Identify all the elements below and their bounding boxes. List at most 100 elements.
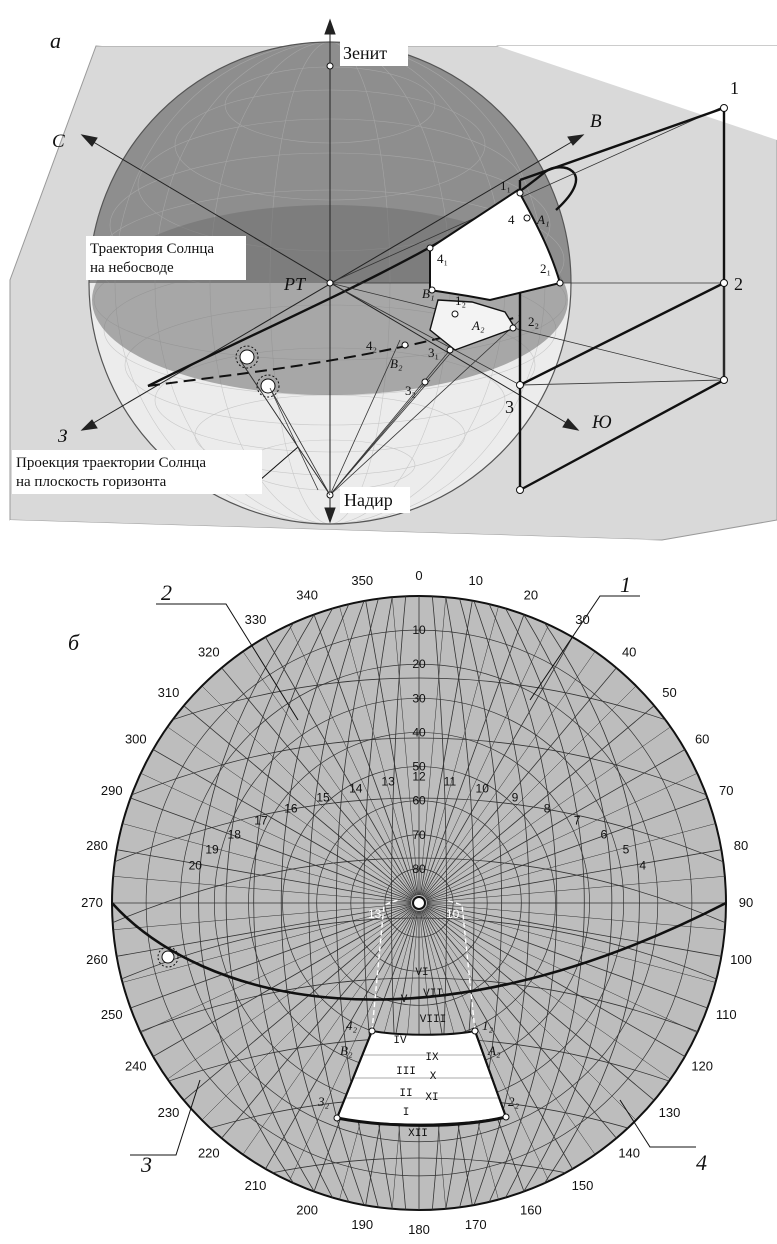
azimuth-label: 70 — [719, 783, 733, 798]
hour-label: 17 — [254, 814, 268, 828]
callout-3: 3 — [140, 1152, 152, 1177]
b-point-1-2: 1₂ — [482, 1018, 494, 1033]
azimuth-label: 120 — [691, 1059, 713, 1074]
month-label: VI — [415, 967, 428, 979]
azimuth-label: 140 — [618, 1145, 640, 1160]
hour-label: 19 — [205, 843, 219, 857]
point-A1: A₁ — [536, 212, 549, 227]
panel-a-celestial-sphere: а Зенит Надир РТ С В З Ю Траектория Солн… — [9, 18, 777, 541]
hour-label: 12 — [412, 770, 426, 784]
azimuth-label: 180 — [408, 1222, 430, 1237]
azimuth-label: 210 — [245, 1178, 267, 1193]
azimuth-label: 150 — [572, 1178, 594, 1193]
b-point-A2: A₂ — [487, 1043, 501, 1058]
hour-label: 15 — [316, 791, 330, 805]
callout-1: 1 — [620, 572, 631, 597]
point-A2: A₂ — [471, 318, 485, 333]
hour-label: 5 — [623, 843, 630, 857]
hour-label: 18 — [228, 828, 242, 842]
point-4-1: 4₁ — [437, 251, 448, 266]
hour-label: 16 — [284, 801, 298, 815]
month-label: XI — [425, 1092, 438, 1104]
altitude-label: 50 — [412, 760, 426, 774]
month-label: I — [403, 1107, 410, 1119]
month-label: VII — [423, 988, 443, 1000]
azimuth-label: 220 — [198, 1145, 220, 1160]
point-1-2: 1₂ — [455, 293, 466, 308]
point-4: 4 — [508, 212, 515, 227]
azimuth-label: 240 — [125, 1059, 147, 1074]
b-point-B2: B₂ — [340, 1043, 353, 1058]
month-label: III — [396, 1066, 416, 1078]
altitude-label: 60 — [412, 794, 426, 808]
zenith-label: Зенит — [343, 43, 387, 63]
hour-label: 9 — [512, 791, 519, 805]
north-label: С — [52, 131, 65, 152]
azimuth-label: 260 — [86, 952, 108, 967]
azimuth-label: 110 — [716, 1007, 737, 1022]
panel-a-letter: а — [50, 28, 61, 53]
month-label: X — [430, 1071, 437, 1083]
b-label-10: 10 — [446, 907, 460, 921]
azimuth-label: 270 — [81, 895, 103, 910]
month-label: VIII — [420, 1014, 446, 1026]
point-B2: B₂ — [390, 356, 403, 371]
azimuth-label: 250 — [101, 1007, 123, 1022]
azimuth-label: 310 — [158, 685, 180, 700]
pt-label: РТ — [283, 274, 307, 294]
sun-path-arc — [111, 901, 727, 1001]
point-2-1: 2₁ — [540, 261, 551, 276]
azimuth-label: 300 — [125, 732, 147, 747]
nadir-label: Надир — [344, 490, 393, 510]
azimuth-label: 280 — [86, 838, 108, 853]
point-3-2: 3₂ — [405, 383, 416, 398]
hour-label: 7 — [574, 814, 581, 828]
altitude-label: 80 — [412, 862, 426, 876]
azimuth-label: 320 — [198, 645, 220, 660]
window-grid — [346, 1054, 500, 1099]
west-label: З — [58, 426, 67, 447]
azimuth-label: 100 — [730, 952, 752, 967]
month-label: V — [401, 994, 408, 1006]
point-2-2: 2₂ — [528, 314, 539, 329]
azimuth-label: 190 — [351, 1217, 373, 1232]
trajectory-caption-line2: на небосводе — [90, 260, 174, 276]
azimuth-label: 170 — [465, 1217, 487, 1232]
azimuth-label: 230 — [158, 1105, 180, 1120]
azimuth-label: 0 — [415, 568, 422, 583]
azimuth-label: 350 — [351, 573, 373, 588]
sun-trajectory-projection — [147, 315, 521, 387]
azimuth-label: 90 — [739, 895, 753, 910]
month-label: IX — [425, 1052, 439, 1064]
sun-icon — [256, 374, 280, 398]
hour-label: 8 — [544, 801, 551, 815]
altitude-label: 40 — [412, 725, 426, 739]
azimuth-label: 330 — [245, 612, 267, 627]
corner-1-label: 1 — [730, 78, 739, 98]
azimuth-label: 160 — [520, 1202, 542, 1217]
month-label: II — [399, 1088, 412, 1100]
azimuth-label: 290 — [101, 783, 123, 798]
panel-b-letter: б — [68, 630, 80, 655]
azimuth-label: 130 — [659, 1105, 681, 1120]
point-B1: B₁ — [422, 286, 434, 301]
azimuth-label: 10 — [469, 573, 483, 588]
azimuth-label: 200 — [296, 1202, 318, 1217]
projection-caption-line1: Проекция траектории Солнца — [16, 455, 206, 471]
azimuth-label: 40 — [622, 645, 636, 660]
east-label: В — [590, 111, 602, 132]
hour-label: 10 — [476, 782, 490, 796]
altitude-label: 70 — [412, 828, 426, 842]
altitude-label: 30 — [412, 691, 426, 705]
hour-label: 6 — [600, 828, 607, 842]
hour-label: 4 — [639, 859, 646, 873]
hour-label: 20 — [189, 859, 203, 873]
south-label: Ю — [591, 412, 612, 433]
corner-2-label: 2 — [734, 274, 743, 294]
altitude-label: 10 — [412, 623, 426, 637]
trajectory-caption-line1: Траектория Солнца — [90, 241, 214, 257]
callout-4: 4 — [696, 1150, 707, 1175]
azimuth-label: 60 — [695, 732, 709, 747]
